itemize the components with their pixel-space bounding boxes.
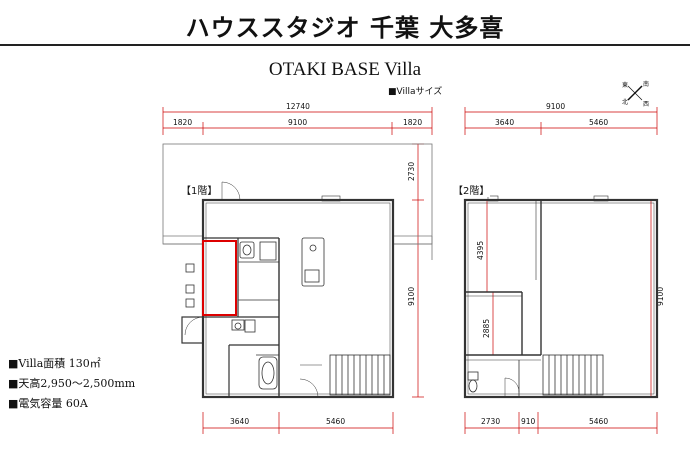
f1-dim-bottom-1: 3640 [230,417,249,426]
floor1-label: 【1階】 [180,182,219,197]
f1-dim-bottom-2: 5460 [326,417,345,426]
floor2-plan [463,195,659,399]
size-note: ■Villaサイズ [388,87,443,97]
f2-dim-bottom-2: 910 [521,417,536,426]
f2-dim-2885: 2885 [482,319,491,338]
f2-dim-seg-2: 5460 [589,118,608,127]
compass-south: 南 [643,80,649,88]
highlighted-room [202,240,237,316]
f1-dim-seg-3: 1820 [403,118,422,127]
f2-dim-4395: 4395 [476,241,485,260]
f1-dim-seg-1: 1820 [173,118,192,127]
f1-dim-right: 9100 [407,287,416,306]
compass-north: 北 [622,98,628,106]
f2-dim-bottom-3: 5460 [589,417,608,426]
f2-dim-right: 9100 [656,287,665,306]
title-divider [0,44,690,46]
f1-dim-deck: 2730 [407,162,416,181]
floor2-label: 【2階】 [452,182,491,197]
page-title: ハウススタジオ 千葉 大多喜 [185,13,505,42]
compass-icon: 東 南 北 西 [622,80,649,108]
f2-dim-total: 9100 [546,102,565,111]
f2-dim-seg-1: 3640 [495,118,514,127]
f1-dim-seg-2: 9100 [288,118,307,127]
compass-east: 東 [622,81,628,89]
specs-list: ■Villa面積 130㎡ ■天高2,950～2,500mm ■電気容量 60A [8,354,135,414]
compass-west: 西 [643,101,649,108]
f2-dim-bottom-1: 2730 [481,417,500,426]
spec-ceiling-height: ■天高2,950～2,500mm [8,377,136,390]
f1-dim-total: 12740 [286,102,310,111]
subtitle: OTAKI BASE Villa [268,59,422,80]
spec-electric-capacity: ■電気容量 60A [8,397,88,410]
spec-area: ■Villa面積 130㎡ [8,357,101,370]
